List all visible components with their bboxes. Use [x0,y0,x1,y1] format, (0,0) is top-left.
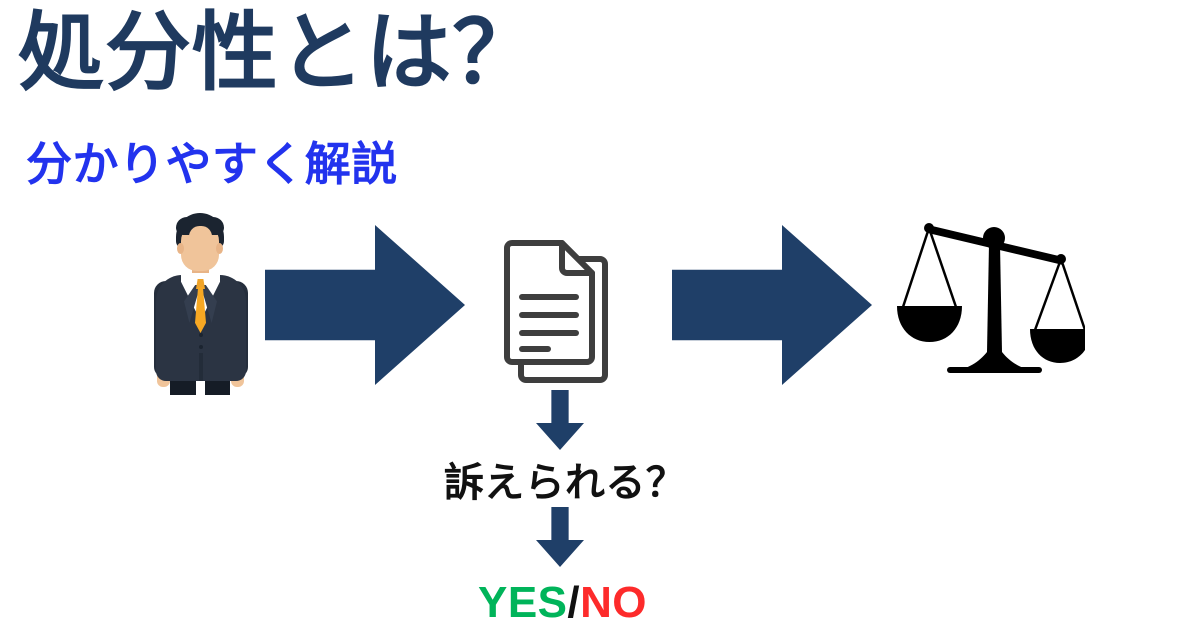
page-subtitle: 分かりやすく解説 [26,138,398,190]
businessman-tie [195,287,206,333]
flow-diagram-row [0,195,1200,400]
branch-question-label: 訴えられる？ [443,461,687,505]
businessman-jacket-split [199,353,203,381]
down-arrow-icon [536,507,584,567]
outcome-labels: YES/NO [0,578,1125,628]
scales-of-justice-icon [895,200,1091,395]
outcome-yes-label: YES [478,578,568,627]
right-arrow-icon [265,225,465,385]
document-icon [500,235,620,385]
outcome-separator: / [567,578,581,627]
businessman-leg-gap [196,376,205,395]
right-arrow-icon [672,225,872,385]
businessman-forehead [189,226,212,240]
page-title: 処分性とは？ [18,5,540,101]
businessman-jacket-button-bottom [199,345,203,349]
businessman-left-ear [177,243,184,254]
outcome-no-label: NO [580,578,647,627]
businessman-tie-knot [196,279,205,289]
businessman-jacket-button-top [199,333,203,337]
businessman-right-ear [216,243,223,254]
businessman-icon [140,213,260,395]
